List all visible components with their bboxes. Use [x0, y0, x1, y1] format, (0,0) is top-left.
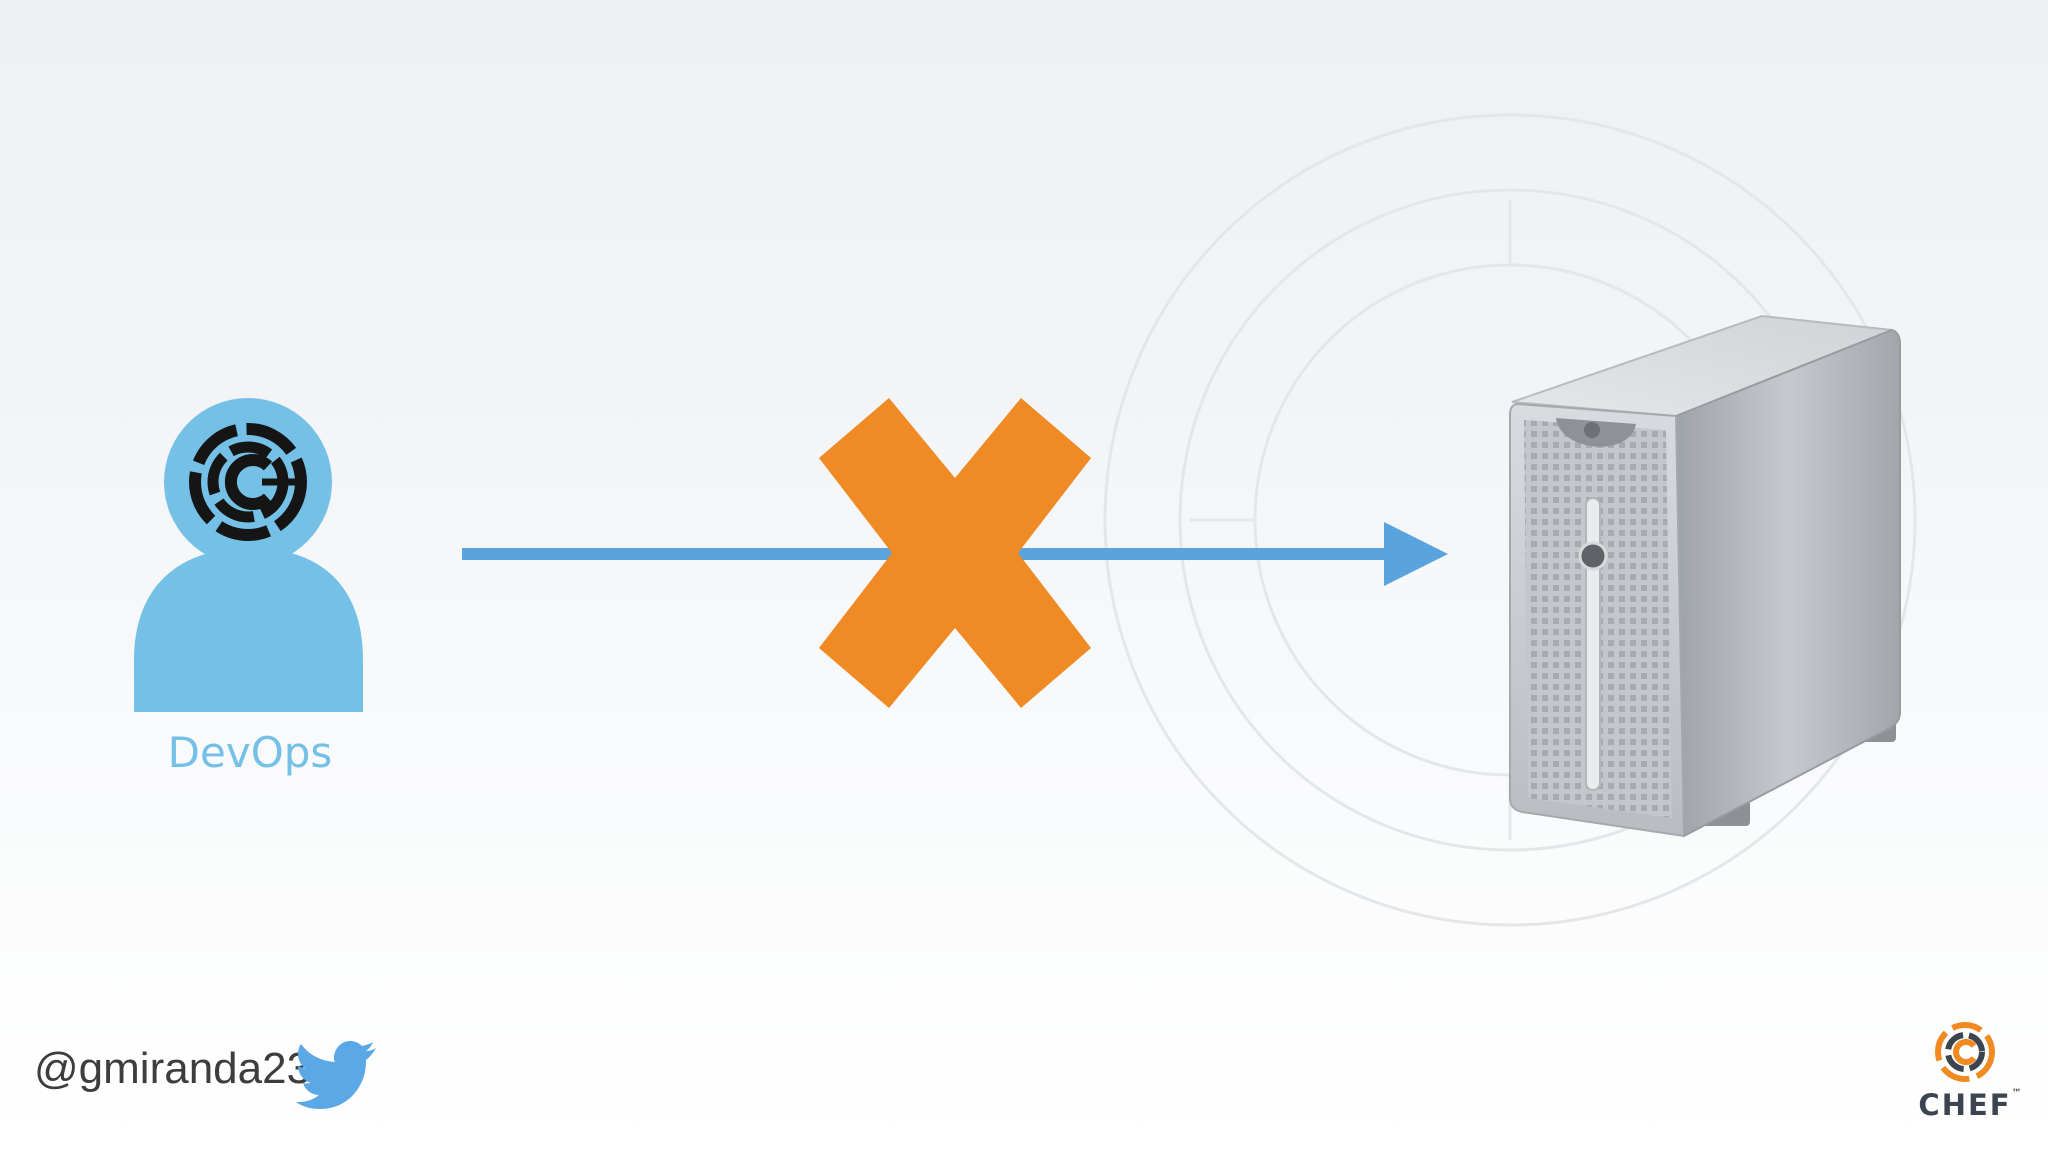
blocked-x-icon — [819, 398, 1091, 708]
devops-person-icon — [134, 398, 363, 712]
twitter-bird-icon — [296, 1041, 376, 1109]
devops-label: DevOps — [167, 728, 333, 777]
chef-wordmark: CHEF™ — [1918, 1088, 2022, 1122]
chef-wordmark-text: CHEF — [1918, 1088, 2012, 1122]
twitter-handle: @gmiranda23 — [34, 1044, 312, 1093]
server-icon — [1509, 314, 1901, 838]
chef-emblem-icon — [189, 423, 307, 541]
arrow-head-icon — [1384, 522, 1448, 586]
chef-logo-icon — [1935, 1022, 1995, 1082]
